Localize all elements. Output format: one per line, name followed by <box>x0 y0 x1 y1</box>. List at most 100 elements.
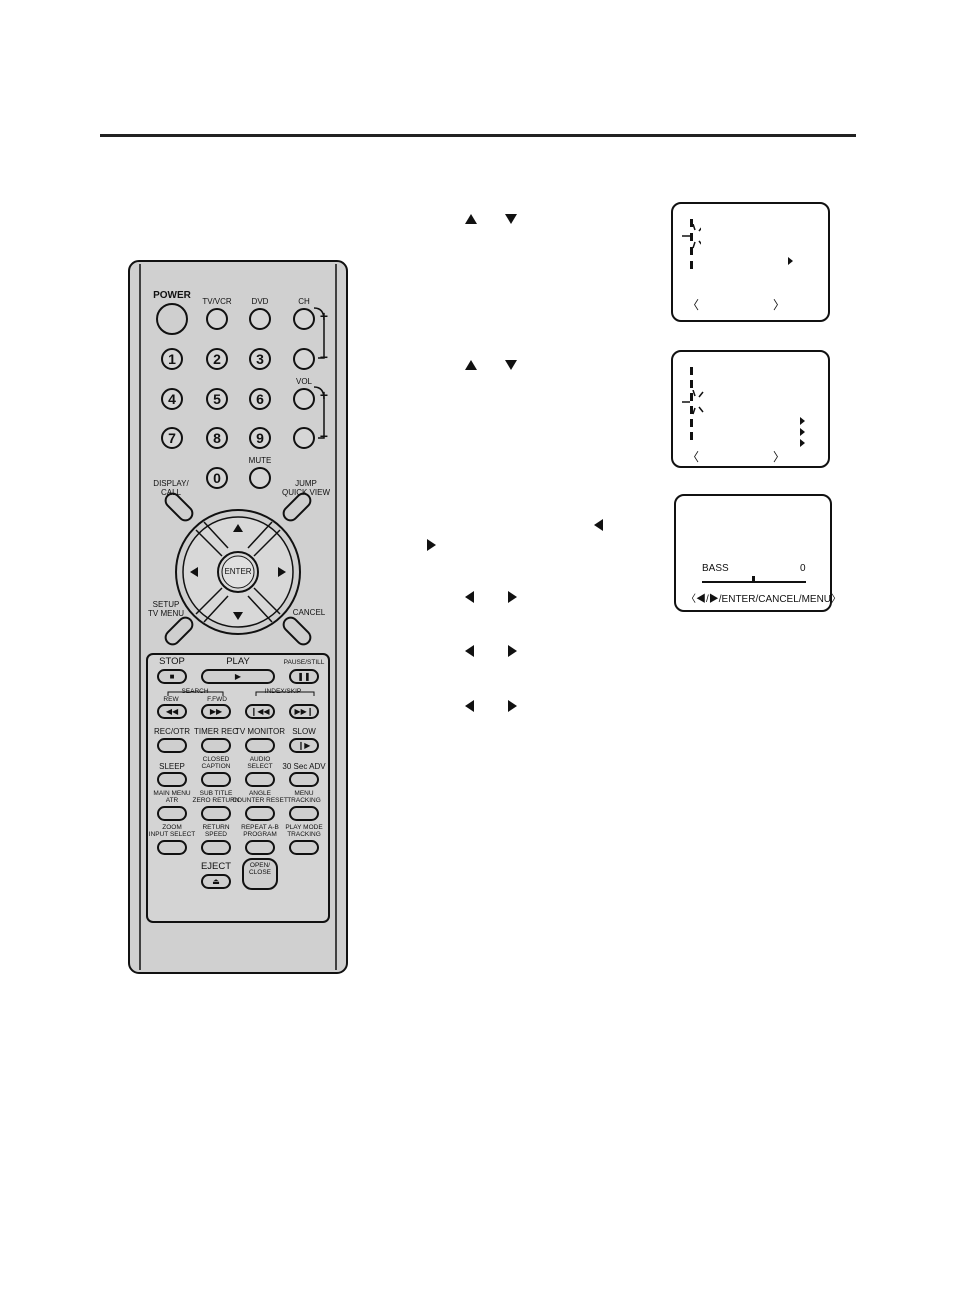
right-arrow-icon <box>427 539 436 551</box>
zoom-label: ZOOM INPUT SELECT <box>148 824 196 838</box>
vol-minus-icon: − <box>319 428 329 444</box>
menu-bullet <box>690 432 693 440</box>
slow-label: SLOW <box>292 727 316 736</box>
open-close-label: OPEN/ CLOSE <box>248 862 272 876</box>
timer-rec-button[interactable] <box>201 738 231 753</box>
play-button[interactable]: ▶ <box>201 669 275 684</box>
zoom-button[interactable] <box>157 840 187 855</box>
return-speed-button[interactable] <box>201 840 231 855</box>
tvvcr-label: TV/VCR <box>202 297 232 306</box>
open-close-button[interactable] <box>242 858 278 890</box>
ch-plus-icon: + <box>319 308 329 324</box>
left-arrow-icon <box>465 645 474 657</box>
down-arrow-button[interactable] <box>223 606 253 626</box>
menu-bullet <box>690 233 693 241</box>
left-arrow-icon <box>465 591 474 603</box>
header-rule <box>100 134 856 137</box>
slow-button[interactable]: ❙▶ <box>289 738 319 753</box>
num-2-button[interactable]: 2 <box>206 348 228 370</box>
rec-otr-button[interactable] <box>157 738 187 753</box>
pause-label: PAUSE/STILL <box>283 659 325 666</box>
num-8-button[interactable]: 8 <box>206 427 228 449</box>
play-mode-button[interactable] <box>289 840 319 855</box>
menu-bullet <box>690 393 693 401</box>
sub-title-button[interactable] <box>201 806 231 821</box>
closed-caption-button[interactable] <box>201 772 231 787</box>
bass-slider-thumb[interactable] <box>752 576 755 583</box>
main-menu-button[interactable] <box>157 806 187 821</box>
setup-button[interactable] <box>165 620 195 642</box>
num-3-button[interactable]: 3 <box>249 348 271 370</box>
num-6-button[interactable]: 6 <box>249 388 271 410</box>
tvvcr-button[interactable] <box>206 308 228 330</box>
dvd-label: DVD <box>251 297 269 306</box>
num-7-button[interactable]: 7 <box>161 427 183 449</box>
tv-monitor-label: TV MONITOR <box>234 727 286 736</box>
right-arrow-button[interactable] <box>272 557 292 587</box>
left-bracket-icon: 〈 <box>687 450 700 464</box>
sub-title-label: SUB TITLE ZERO RETURN <box>192 790 240 804</box>
mute-button[interactable] <box>249 467 271 489</box>
num-1-button[interactable]: 1 <box>161 348 183 370</box>
num-4-button[interactable]: 4 <box>161 388 183 410</box>
vol-down-button[interactable] <box>293 427 315 449</box>
sleep-label: SLEEP <box>159 762 185 771</box>
display-call-label: DISPLAY/ CALL <box>153 479 189 497</box>
power-button[interactable] <box>156 303 188 335</box>
audio-select-button[interactable] <box>245 772 275 787</box>
ffwd-button[interactable]: ▶▶ <box>201 704 231 719</box>
up-arrow-icon <box>465 214 477 224</box>
cancel-button[interactable] <box>283 620 313 642</box>
left-arrow-button[interactable] <box>184 557 204 587</box>
ch-label: CH <box>298 297 310 306</box>
menu-tracking-button[interactable] <box>289 806 319 821</box>
down-arrow-icon <box>505 360 517 370</box>
display-call-button[interactable] <box>165 497 195 519</box>
play-mode-label: PLAY MODE TRACKING <box>285 824 323 838</box>
repeat-button[interactable] <box>245 840 275 855</box>
up-arrow-button[interactable] <box>223 518 253 538</box>
num-9-button[interactable]: 9 <box>249 427 271 449</box>
dvd-button[interactable] <box>249 308 271 330</box>
adv-label: 30 Sec ADV <box>282 762 326 771</box>
left-arrow-icon <box>465 700 474 712</box>
right-bracket-icon: 〉 <box>773 298 786 312</box>
rew-button[interactable]: ◀◀ <box>157 704 187 719</box>
menu-bullet <box>690 247 693 255</box>
tv-monitor-button[interactable] <box>245 738 275 753</box>
skip-back-button[interactable]: ❙◀◀ <box>245 704 275 719</box>
cancel-label: CANCEL <box>292 608 326 617</box>
vol-up-button[interactable] <box>293 388 315 410</box>
cursor-blink-icon <box>682 390 704 415</box>
up-arrow-icon <box>465 360 477 370</box>
sleep-button[interactable] <box>157 772 187 787</box>
repeat-label: REPEAT A-B PROGRAM <box>241 824 279 838</box>
rew-label: REW <box>163 696 179 703</box>
num-0-button[interactable]: 0 <box>206 467 228 489</box>
power-label: POWER <box>153 290 191 301</box>
menu-bullet <box>690 419 693 427</box>
angle-button[interactable] <box>245 806 275 821</box>
bass-label: BASS <box>702 563 729 574</box>
ch-up-button[interactable] <box>293 308 315 330</box>
jump-button[interactable] <box>283 497 313 519</box>
vol-label: VOL <box>295 377 313 386</box>
skip-forward-button[interactable]: ▶▶❙ <box>289 704 319 719</box>
pause-button[interactable]: ❚❚ <box>289 669 319 684</box>
ffwd-label: F.FWD <box>207 696 227 703</box>
submenu-arrow-icon <box>800 428 805 436</box>
enter-label: ENTER <box>224 567 252 576</box>
ch-down-button[interactable] <box>293 348 315 370</box>
return-speed-label: RETURN SPEED <box>202 824 230 838</box>
adv-button[interactable] <box>289 772 319 787</box>
osd-screen-2: 〈 〉 <box>671 350 830 468</box>
setup-label: SETUP TV MENU <box>148 600 184 618</box>
eject-button[interactable]: ⏏ <box>201 874 231 889</box>
enter-button[interactable] <box>220 554 256 590</box>
menu-bullet <box>690 367 693 375</box>
mute-label: MUTE <box>248 456 272 465</box>
cursor-blink-icon <box>682 224 701 249</box>
stop-button[interactable]: ■ <box>157 669 187 684</box>
num-5-button[interactable]: 5 <box>206 388 228 410</box>
menu-tracking-label: MENU TRACKING <box>287 790 321 804</box>
